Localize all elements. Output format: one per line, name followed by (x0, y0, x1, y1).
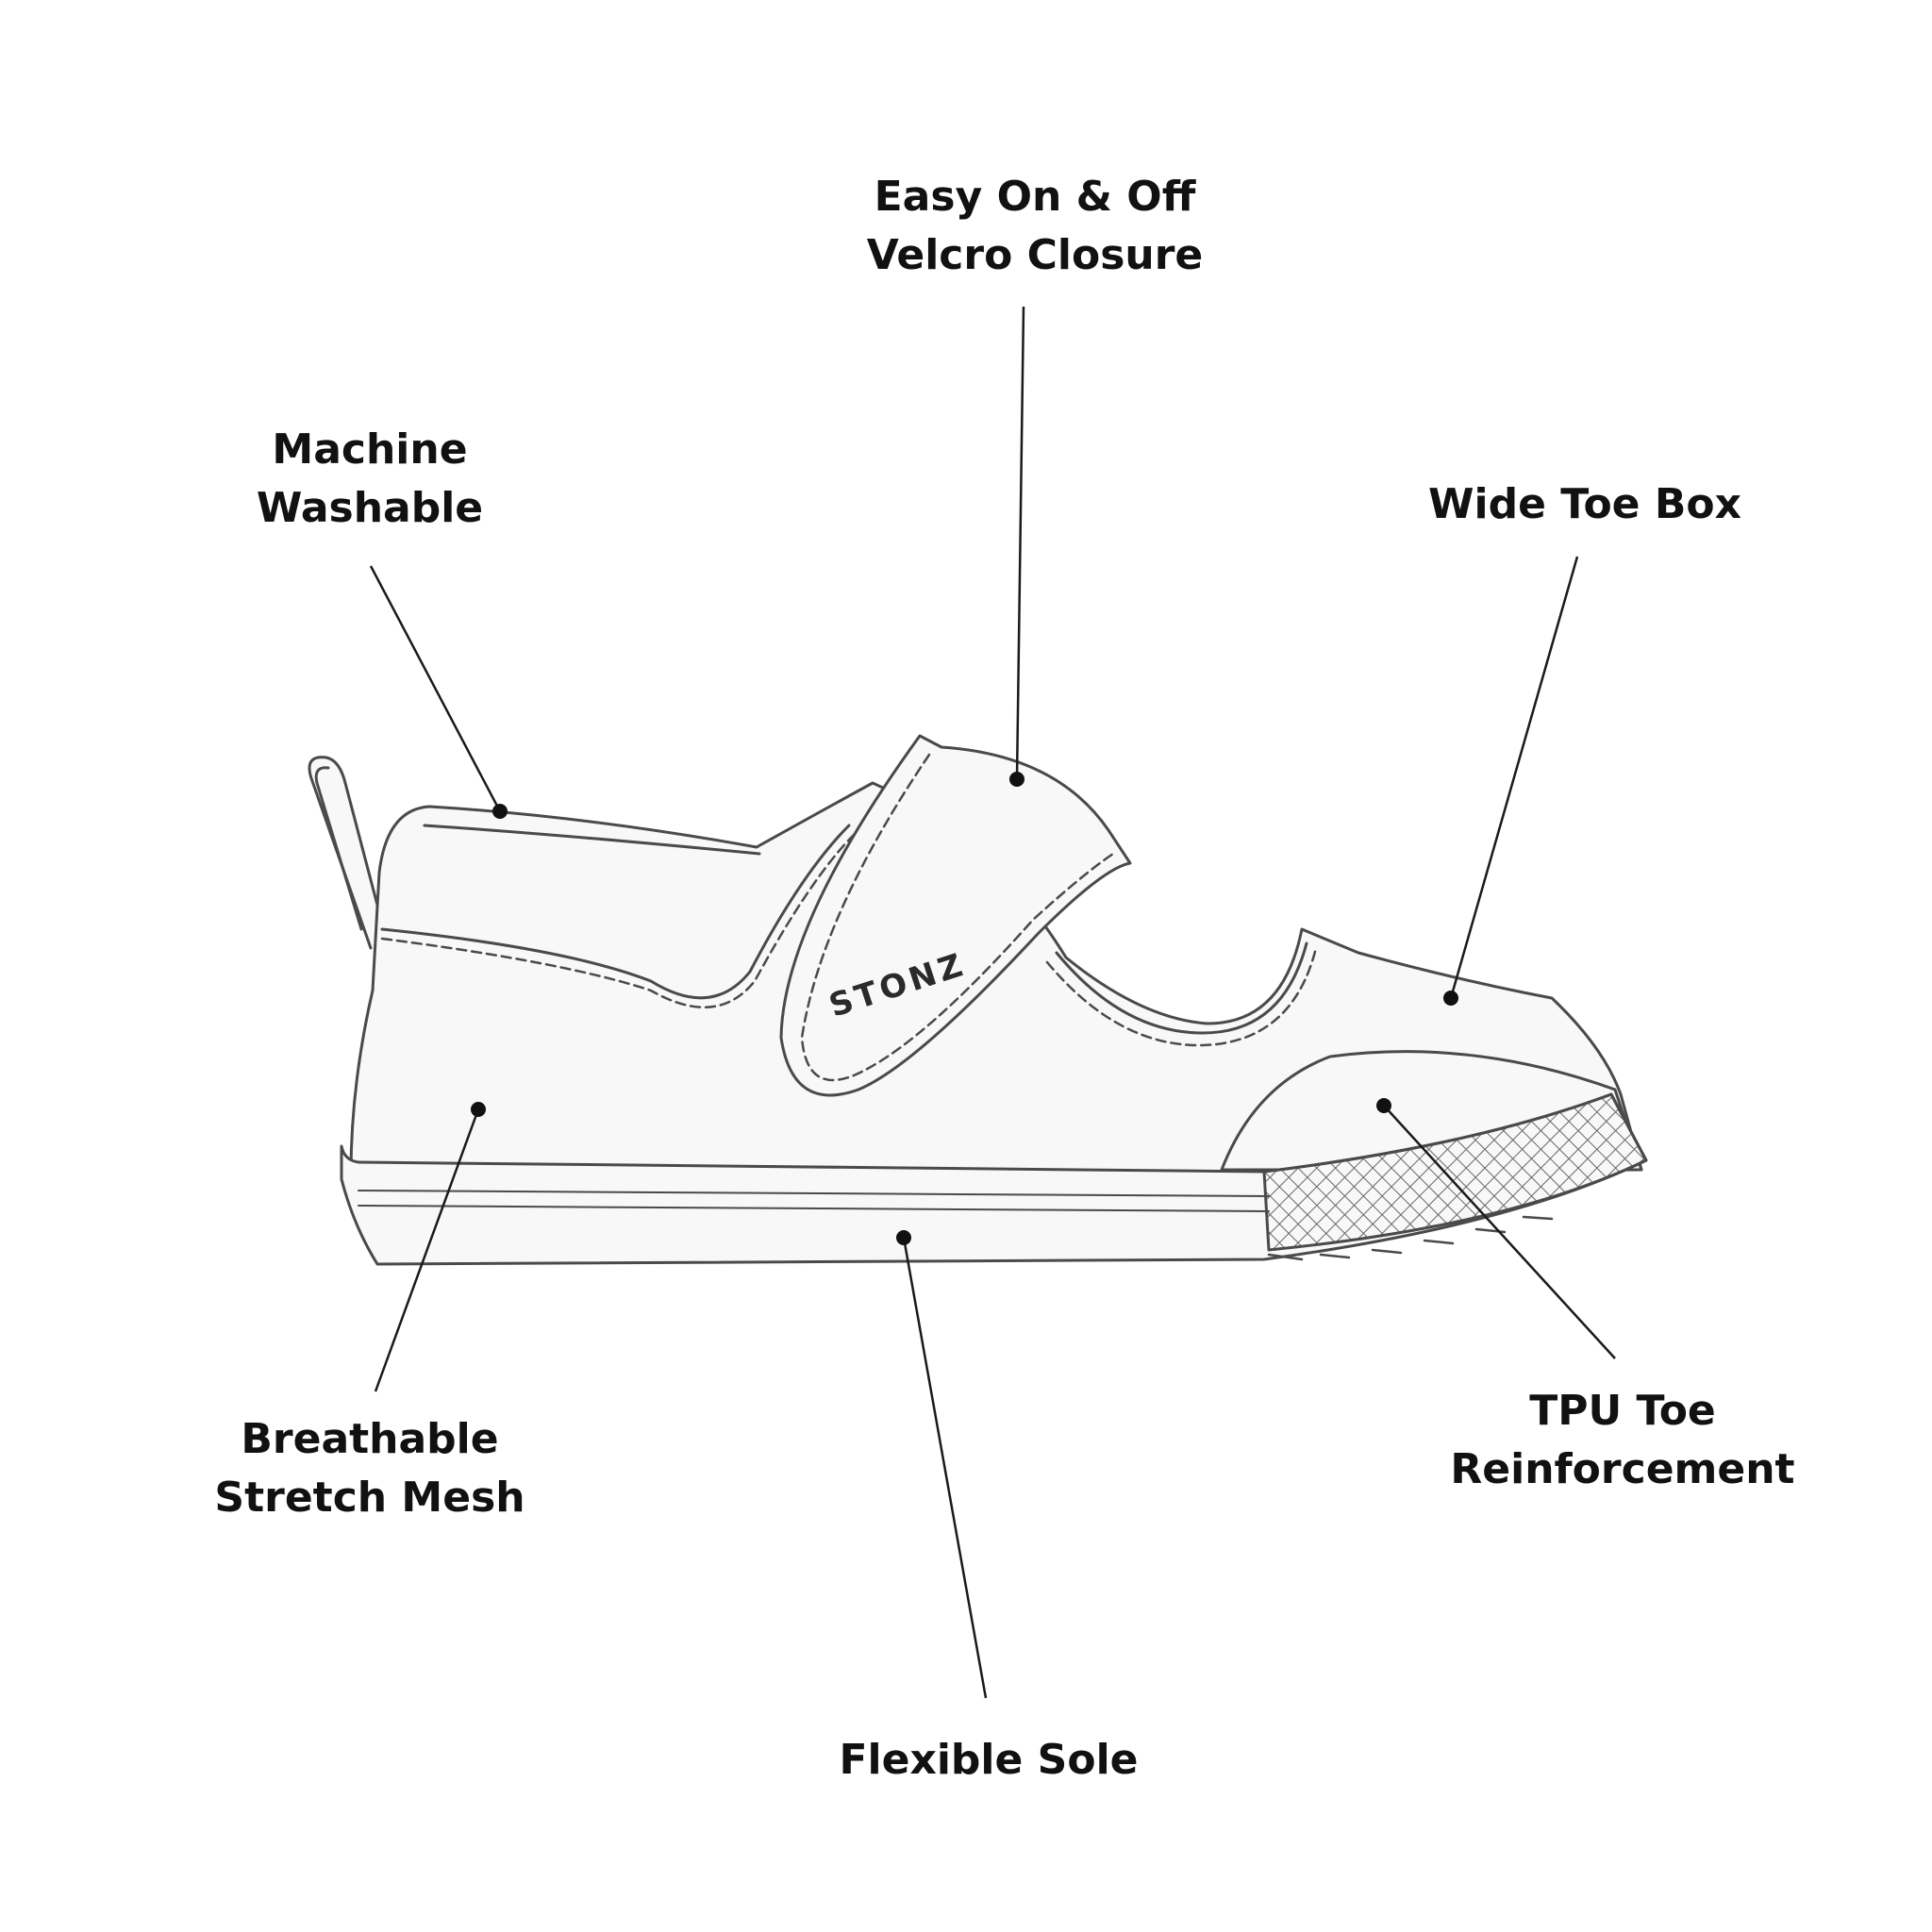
toe-bumper (1262, 1092, 1648, 1252)
callout-mesh-line2: Stretch Mesh (214, 1474, 525, 1522)
callout-toebox: Wide Toe Box (1428, 475, 1741, 534)
callout-velcro-line2: Velcro Closure (866, 231, 1204, 279)
callout-mesh-line1: Breathable (241, 1415, 499, 1463)
heel-pull-loop (308, 756, 391, 950)
sole-groove-2 (358, 1205, 1270, 1212)
collar-stitching (380, 833, 856, 1008)
callout-toebox-line1: Wide Toe Box (1428, 480, 1741, 528)
callout-tpu: TPU Toe Reinforcement (1450, 1382, 1794, 1499)
velcro-strap-stitching (800, 753, 1115, 1082)
leader-mesh (374, 1108, 480, 1392)
velcro-strap (779, 734, 1132, 1097)
leader-lines (369, 306, 1616, 1699)
sole-groove (358, 1190, 1270, 1197)
callout-sole: Flexible Sole (839, 1731, 1138, 1790)
tread (1267, 1215, 1554, 1261)
vamp-stitching (1045, 946, 1318, 1047)
anchor-dots (471, 772, 1458, 1245)
callout-tpu-line1: TPU Toe (1529, 1387, 1716, 1435)
heel-pull-loop-inner (314, 766, 363, 931)
leader-velcro (1015, 306, 1025, 780)
callout-mesh: Breathable Stretch Mesh (214, 1410, 525, 1527)
callout-velcro: Easy On & Off Velcro Closure (867, 168, 1204, 285)
leader-washable (369, 565, 502, 812)
callout-sole-line1: Flexible Sole (839, 1736, 1139, 1784)
leader-toebox (1449, 556, 1579, 999)
vamp-seam (1055, 941, 1308, 1035)
collar-line (423, 824, 761, 856)
dot-tpu (1376, 1098, 1391, 1113)
collar-seam (380, 824, 851, 1000)
dot-mesh (471, 1102, 486, 1117)
callout-tpu-line2: Reinforcement (1450, 1445, 1795, 1493)
shoe-drawing (308, 734, 1648, 1266)
dot-washable (492, 804, 508, 819)
leader-sole (902, 1237, 988, 1699)
callout-washable: Machine Washable (257, 421, 483, 538)
leader-tpu (1383, 1105, 1616, 1359)
dot-sole (896, 1230, 911, 1245)
dot-toebox (1443, 991, 1458, 1006)
callout-washable-line2: Washable (256, 484, 484, 532)
dot-velcro (1009, 772, 1024, 787)
callout-velcro-line1: Easy On & Off (874, 173, 1196, 221)
callout-washable-line1: Machine (272, 425, 468, 474)
